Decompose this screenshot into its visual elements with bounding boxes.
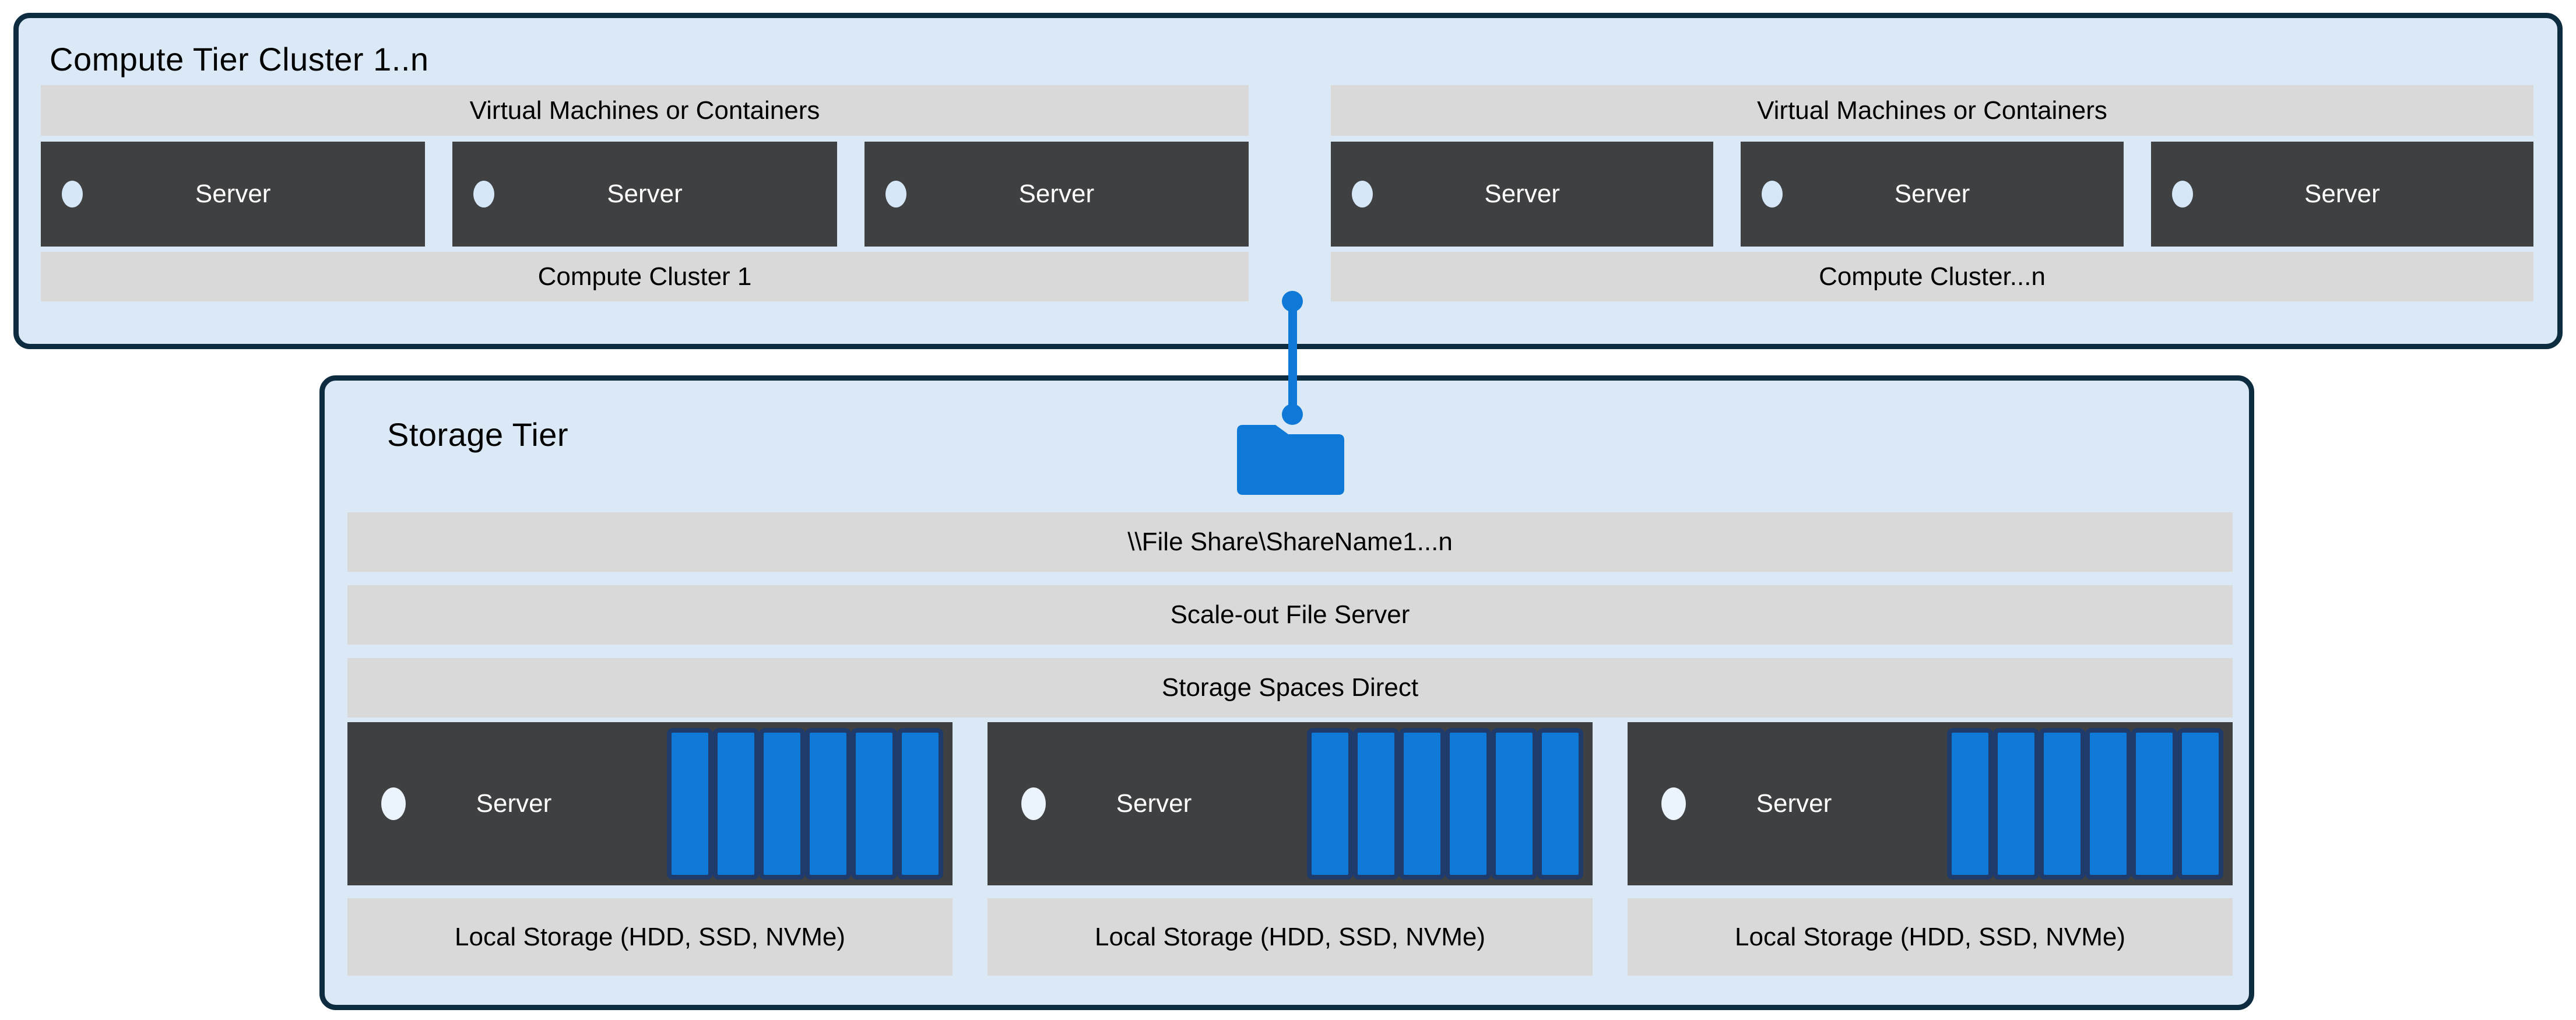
server-label: Server xyxy=(1018,180,1095,208)
disk-icon xyxy=(1399,728,1445,880)
file-share-folder-icon xyxy=(1237,425,1344,495)
disk-icon xyxy=(805,728,851,880)
server-label: Server xyxy=(2304,180,2380,208)
disk-icon xyxy=(2131,728,2177,880)
disk-icon xyxy=(1537,728,1583,880)
disk-icon xyxy=(1491,728,1537,880)
vm-containers-bar: Virtual Machines or Containers xyxy=(41,85,1249,136)
disk-icon xyxy=(1947,728,1993,880)
disk-icon xyxy=(759,728,805,880)
server-box: Server xyxy=(41,142,426,247)
storage-node: Server Local Storage (HDD, SSD, NVMe) xyxy=(1628,722,2233,976)
disk-icon xyxy=(851,728,897,880)
vm-containers-bar: Virtual Machines or Containers xyxy=(1331,85,2533,136)
server-led-icon xyxy=(1762,181,1783,207)
disk-icon xyxy=(897,728,943,880)
storage-node: Server Local Storage (HDD, SSD, NVMe) xyxy=(347,722,953,976)
server-label: Server xyxy=(1894,180,1970,208)
server-led-icon xyxy=(1021,787,1046,820)
server-row: Server Server Server xyxy=(1331,142,2533,247)
compute-cluster-group-1: Virtual Machines or Containers Server Se… xyxy=(41,85,1249,301)
server-led-icon xyxy=(885,181,906,207)
server-led-icon xyxy=(1352,181,1373,207)
compute-cluster-footer-bar: Compute Cluster 1 xyxy=(41,252,1249,301)
scale-out-file-server-bar: Scale-out File Server xyxy=(347,585,2233,645)
compute-tier-title: Compute Tier Cluster 1..n xyxy=(50,41,429,78)
disk-icon xyxy=(1307,728,1353,880)
storage-spaces-direct-bar: Storage Spaces Direct xyxy=(347,658,2233,717)
server-label: Server xyxy=(1484,180,1560,208)
connector-dot-top xyxy=(1282,291,1303,312)
storage-tier-box: Storage Tier \\File Share\ShareName1...n… xyxy=(319,375,2254,1010)
local-storage-bar: Local Storage (HDD, SSD, NVMe) xyxy=(1628,898,2233,976)
disk-icon xyxy=(1993,728,2039,880)
server-box: Server xyxy=(1628,722,2233,885)
compute-cluster-group-n: Virtual Machines or Containers Server Se… xyxy=(1331,85,2533,301)
server-box: Server xyxy=(864,142,1249,247)
compute-cluster-footer-bar: Compute Cluster...n xyxy=(1331,252,2533,301)
server-label: Server xyxy=(195,180,271,208)
connector-line xyxy=(1288,301,1297,414)
file-share-bar: \\File Share\ShareName1...n xyxy=(347,512,2233,572)
disk-icon xyxy=(2039,728,2085,880)
compute-tier-box: Compute Tier Cluster 1..n Virtual Machin… xyxy=(13,13,2563,349)
disk-icon xyxy=(2085,728,2131,880)
server-led-icon xyxy=(62,181,83,207)
disk-array xyxy=(667,728,943,880)
server-box: Server xyxy=(347,722,953,885)
server-row: Server Server Server xyxy=(41,142,1249,247)
server-box: Server xyxy=(987,722,1593,885)
server-box: Server xyxy=(2150,142,2533,247)
server-label: Server xyxy=(1756,789,1832,818)
server-label: Server xyxy=(607,180,683,208)
connector-dot-bottom xyxy=(1282,404,1303,425)
server-led-icon xyxy=(2171,181,2193,207)
storage-tier-title: Storage Tier xyxy=(387,416,569,453)
storage-node: Server Local Storage (HDD, SSD, NVMe) xyxy=(987,722,1593,976)
disk-icon xyxy=(2177,728,2223,880)
disk-icon xyxy=(1353,728,1399,880)
disk-icon xyxy=(667,728,713,880)
server-led-icon xyxy=(1661,787,1686,820)
local-storage-bar: Local Storage (HDD, SSD, NVMe) xyxy=(987,898,1593,976)
storage-nodes-row: Server Local Storage (HDD, SSD, NVMe) xyxy=(347,722,2233,976)
disk-icon xyxy=(713,728,759,880)
server-box: Server xyxy=(1741,142,2124,247)
server-box: Server xyxy=(1331,142,1714,247)
local-storage-bar: Local Storage (HDD, SSD, NVMe) xyxy=(347,898,953,976)
disk-array xyxy=(1307,728,1583,880)
disk-array xyxy=(1947,728,2223,880)
server-box: Server xyxy=(452,142,837,247)
server-led-icon xyxy=(381,787,406,820)
server-label: Server xyxy=(1116,789,1192,818)
disk-icon xyxy=(1445,728,1491,880)
server-label: Server xyxy=(476,789,552,818)
server-led-icon xyxy=(473,181,495,207)
